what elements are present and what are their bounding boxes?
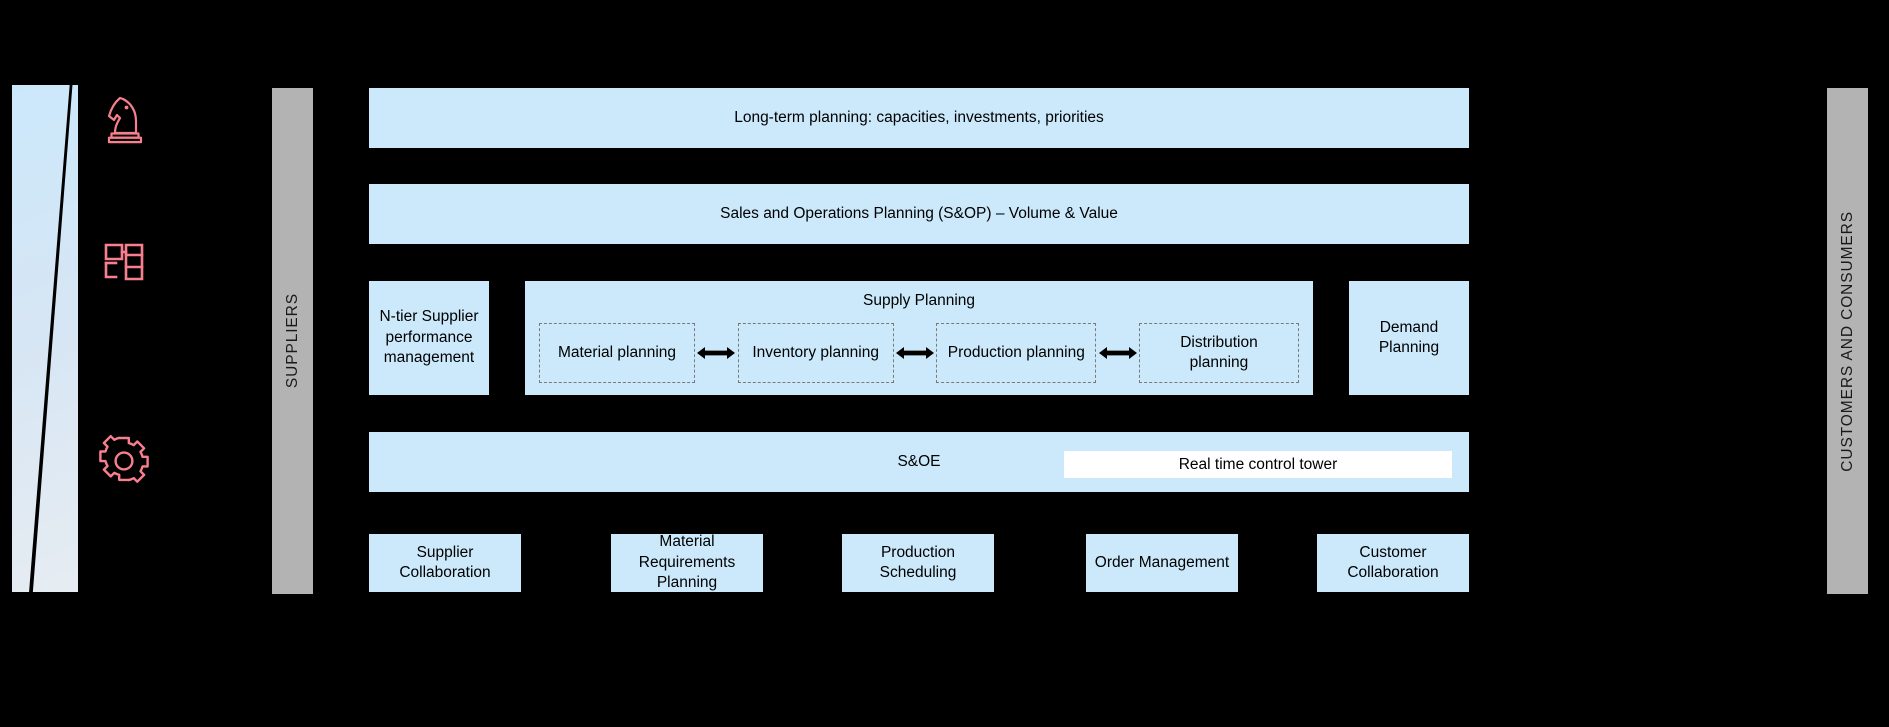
double-headed-arrow-icon-1 <box>696 345 736 361</box>
planning-horizon-wedge <box>12 85 78 592</box>
supplier-collaboration-label: Supplier Collaboration <box>399 543 491 581</box>
blueprint-floorplan-icon <box>96 233 152 289</box>
material-planning-label: Material planning <box>557 343 677 361</box>
long-term-planning-panel: Long-term planning: capacities, investme… <box>369 88 1469 148</box>
chess-knight-icon <box>96 90 152 146</box>
customer-collaboration-panel: Customer Collaboration <box>1317 534 1469 592</box>
customer-collaboration-label: Customer Collaboration <box>1347 543 1439 581</box>
demand-planning-label: Demand Planning <box>1378 318 1440 356</box>
production-scheduling-panel: Production Scheduling <box>842 534 994 592</box>
suppliers-label: SUPPLIERS <box>283 293 301 389</box>
material-planning-box: Material planning <box>539 323 695 383</box>
gear-icon <box>96 433 152 489</box>
soe-panel: S&OE Real time control tower <box>369 432 1469 492</box>
customers-label: CUSTOMERS AND CONSUMERS <box>1838 210 1856 472</box>
supply-planning-panel: Supply Planning Material planning Invent… <box>525 281 1313 395</box>
demand-planning-panel: Demand Planning <box>1349 281 1469 395</box>
n-tier-supplier-panel: N-tier Supplier performance management <box>369 281 489 395</box>
customers-sidebar: CUSTOMERS AND CONSUMERS <box>1827 88 1868 594</box>
distribution-planning-box: Distribution planning <box>1138 323 1299 383</box>
suppliers-sidebar: SUPPLIERS <box>272 88 313 594</box>
sop-panel: Sales and Operations Planning (S&OP) – V… <box>369 184 1469 244</box>
double-headed-arrow-icon-3 <box>1098 345 1138 361</box>
wedge-gradient-fill <box>12 85 78 592</box>
order-management-label: Order Management <box>1094 553 1230 571</box>
inventory-planning-label: Inventory planning <box>752 343 879 361</box>
supply-planning-flow: Material planning Inventory planning Pro… <box>539 323 1299 383</box>
double-headed-arrow-icon-2 <box>895 345 935 361</box>
production-planning-label: Production planning <box>947 343 1085 361</box>
soe-label-wrap: S&OE <box>369 432 1469 492</box>
production-planning-box: Production planning <box>936 323 1097 383</box>
production-scheduling-label: Production Scheduling <box>879 543 957 581</box>
sop-label: Sales and Operations Planning (S&OP) – V… <box>720 204 1118 222</box>
supply-planning-title: Supply Planning <box>862 292 976 309</box>
supplier-collaboration-panel: Supplier Collaboration <box>369 534 521 592</box>
order-management-panel: Order Management <box>1086 534 1238 592</box>
material-requirements-planning-label: Material Requirements Planning <box>638 533 736 592</box>
distribution-planning-label: Distribution planning <box>1180 333 1258 371</box>
long-term-planning-label: Long-term planning: capacities, investme… <box>734 108 1104 126</box>
material-requirements-planning-panel: Material Requirements Planning <box>611 533 763 592</box>
planning-level-icon-rail <box>96 85 156 592</box>
real-time-control-tower-box: Real time control tower <box>1064 451 1452 478</box>
real-time-control-tower-label: Real time control tower <box>1178 455 1338 473</box>
inventory-planning-box: Inventory planning <box>737 323 894 383</box>
n-tier-supplier-label: N-tier Supplier performance management <box>379 308 479 367</box>
soe-label: S&OE <box>897 453 941 470</box>
